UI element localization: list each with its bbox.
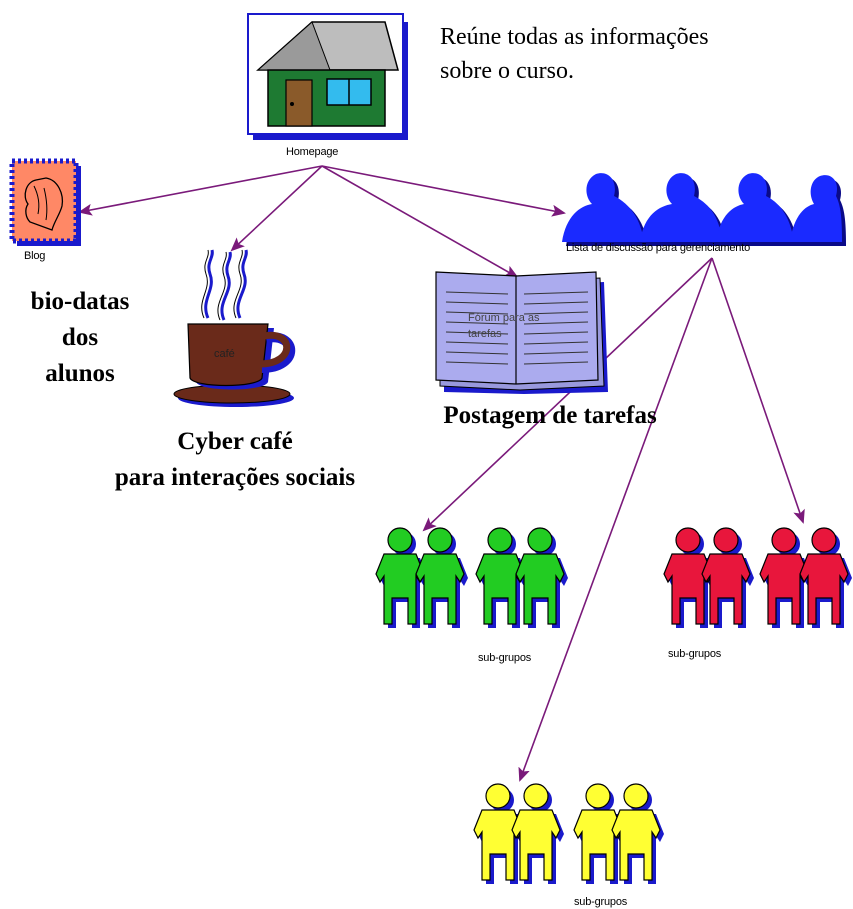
blog-caption-line1: bio-datas (30, 288, 130, 315)
forum-caption: Postagem de tarefas (443, 402, 657, 429)
house-icon[interactable] (247, 13, 408, 140)
blog-label[interactable]: Blog (24, 250, 46, 262)
cafe-caption: Cyber café para interações sociais (70, 424, 400, 496)
discussion-group-icon[interactable] (562, 173, 846, 246)
homepage-note-line1: Reúne todas as informações (440, 24, 709, 50)
blog-caption-line3: alunos (45, 360, 115, 387)
cafe-caption-line2: para interações sociais (114, 464, 356, 491)
cafe-inner-label: café (214, 348, 235, 360)
yellow-subgroup-label[interactable]: sub-grupos (574, 896, 628, 908)
arrow-discussion-green (422, 257, 713, 532)
red-subgroup-icon[interactable] (663, 527, 852, 628)
yellow-subgroup-icon[interactable] (473, 783, 664, 884)
forum-inner-line1: Fórum para as (468, 312, 540, 324)
green-subgroup-icon[interactable] (375, 527, 568, 628)
arrow-homepage-blog (78, 165, 323, 216)
cafe-caption-line1: Cyber café (177, 428, 293, 455)
blog-caption-line2: dos (61, 324, 99, 351)
homepage-note-line2: sobre o curso. (440, 58, 574, 84)
arrow-homepage-cafe (230, 165, 323, 252)
book-icon[interactable] (435, 271, 608, 394)
blog-caption: bio-datas dos alunos (10, 284, 150, 392)
forum-inner-label: Fórum para as tarefas (468, 310, 578, 342)
coffee-cup-icon[interactable] (173, 249, 296, 407)
arrow-discussion-red (711, 257, 805, 524)
connector-arrows (78, 165, 805, 782)
forum-inner-line2: tarefas (468, 328, 502, 340)
green-subgroup-label[interactable]: sub-grupos (478, 652, 532, 664)
stamp-icon[interactable] (9, 158, 81, 246)
discussion-label[interactable]: Lista de discussão para gerenciamento (566, 242, 750, 254)
red-subgroup-label[interactable]: sub-grupos (668, 648, 722, 660)
homepage-label[interactable]: Homepage (286, 146, 339, 158)
arrow-homepage-forum (321, 165, 519, 278)
arrow-homepage-discussion (321, 165, 566, 217)
arrow-discussion-yellow (518, 257, 713, 782)
homepage-note: Reúne todas as informações sobre o curso… (440, 20, 709, 88)
